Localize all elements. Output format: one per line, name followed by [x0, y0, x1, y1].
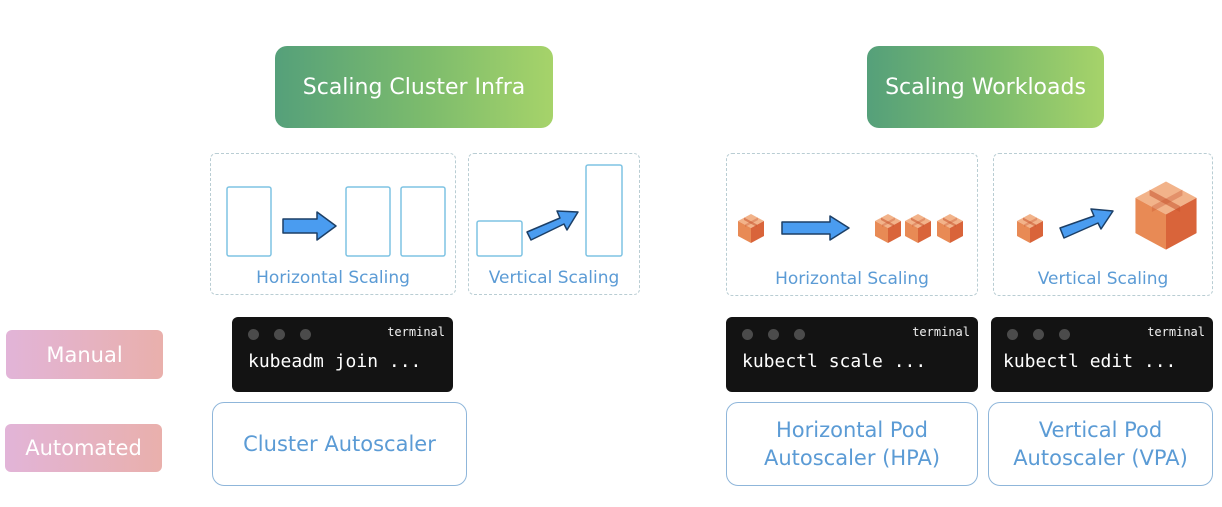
- arrow-up-right-icon: [1059, 208, 1114, 239]
- window-dots: [248, 329, 311, 340]
- terminal-kubeadm-join: terminal kubeadm join ...: [232, 317, 453, 392]
- package-icon: [937, 214, 963, 243]
- infra-vertical-scaling-label: Vertical Scaling: [488, 268, 620, 288]
- package-icon: [905, 214, 931, 243]
- terminal-command: kubeadm join ...: [248, 351, 422, 372]
- cluster-autoscaler-box: Cluster Autoscaler: [212, 402, 467, 486]
- hpa-label: Horizontal Pod Autoscaler (HPA): [763, 418, 941, 470]
- cluster-autoscaler-label: Cluster Autoscaler: [243, 432, 436, 456]
- row-label-automated: Automated: [5, 424, 162, 472]
- terminal-title: terminal: [1147, 325, 1205, 339]
- header-scaling-cluster-infra: Scaling Cluster Infra: [275, 46, 553, 128]
- panel-infra-vertical-scaling: Vertical Scaling: [468, 153, 640, 295]
- arrow-up-right-icon: [526, 210, 579, 241]
- node-box-icon: [476, 220, 523, 257]
- arrow-right-icon: [781, 215, 850, 241]
- terminal-title: terminal: [912, 325, 970, 339]
- vpa-box: Vertical Pod Autoscaler (VPA): [988, 402, 1213, 486]
- node-box-icon: [345, 186, 391, 257]
- header-scaling-workloads: Scaling Workloads: [867, 46, 1104, 128]
- panel-workloads-horizontal-scaling: Horizontal Scaling: [726, 153, 978, 296]
- large-package-icon: [1135, 181, 1197, 250]
- panel-workloads-vertical-scaling: Vertical Scaling: [993, 153, 1213, 296]
- window-dots: [742, 329, 805, 340]
- terminal-command: kubectl edit ...: [1003, 351, 1177, 372]
- workloads-horizontal-scaling-label: Horizontal Scaling: [775, 269, 929, 289]
- panel-infra-horizontal-scaling: Horizontal Scaling: [210, 153, 456, 295]
- workloads-vertical-scaling-label: Vertical Scaling: [1037, 269, 1169, 289]
- terminal-kubectl-edit: terminal kubectl edit ...: [991, 317, 1213, 392]
- node-box-icon: [226, 186, 272, 257]
- package-icon: [875, 214, 901, 243]
- terminal-command: kubectl scale ...: [742, 351, 927, 372]
- vpa-label: Vertical Pod Autoscaler (VPA): [1013, 418, 1188, 470]
- hpa-box: Horizontal Pod Autoscaler (HPA): [726, 402, 978, 486]
- node-box-icon: [400, 186, 446, 257]
- row-label-manual: Manual: [6, 330, 163, 379]
- package-icon: [738, 214, 764, 243]
- terminal-title: terminal: [387, 325, 445, 339]
- infra-horizontal-scaling-label: Horizontal Scaling: [256, 268, 410, 288]
- terminal-kubectl-scale: terminal kubectl scale ...: [726, 317, 978, 392]
- arrow-right-icon: [282, 211, 337, 241]
- window-dots: [1007, 329, 1070, 340]
- node-box-icon: [585, 164, 623, 257]
- package-icon: [1017, 214, 1043, 243]
